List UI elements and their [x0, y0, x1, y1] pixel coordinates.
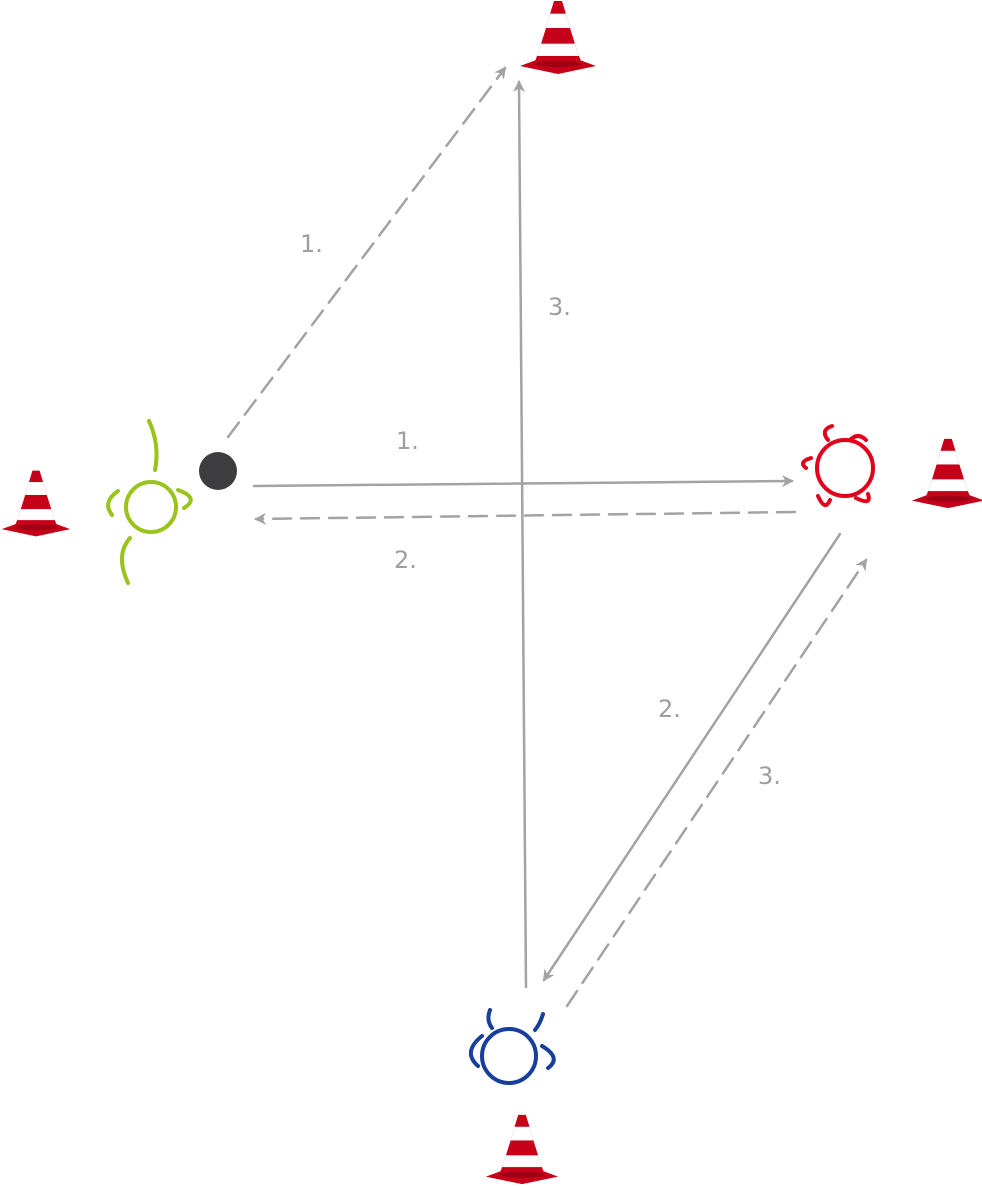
pass-arrow-blue-to-top-cone [513, 80, 528, 989]
traffic-cone-icon [911, 438, 982, 509]
player-icon [801, 424, 875, 508]
cone-left [1, 470, 71, 537]
label-pass-top: 1. [300, 230, 323, 258]
label-pass-up: 3. [548, 293, 571, 321]
traffic-cone-icon [485, 1114, 559, 1185]
label-run-diag: 3. [758, 762, 781, 790]
pass-arrow-red-to-blue [542, 532, 842, 982]
player-icon [469, 1008, 556, 1085]
player-green [106, 419, 193, 585]
cone-bottom [485, 1114, 559, 1185]
pass-arrow-green-to-red [252, 475, 794, 488]
player-red [801, 424, 875, 508]
label-pass-diag: 2. [658, 695, 681, 723]
ball-icon [199, 452, 237, 490]
traffic-cone-icon [519, 0, 597, 75]
label-run-left: 2. [394, 546, 417, 574]
run-arrow-red-to-green [254, 510, 797, 525]
player-blue [469, 1008, 556, 1085]
cone-right [911, 438, 982, 509]
cone-top [519, 0, 597, 75]
traffic-cone-icon [1, 470, 71, 537]
pass-arrow-ball-to-top-cone [226, 66, 507, 439]
player-icon [106, 419, 193, 585]
label-pass-right: 1. [396, 427, 419, 455]
run-arrow-blue-to-red [565, 558, 868, 1008]
